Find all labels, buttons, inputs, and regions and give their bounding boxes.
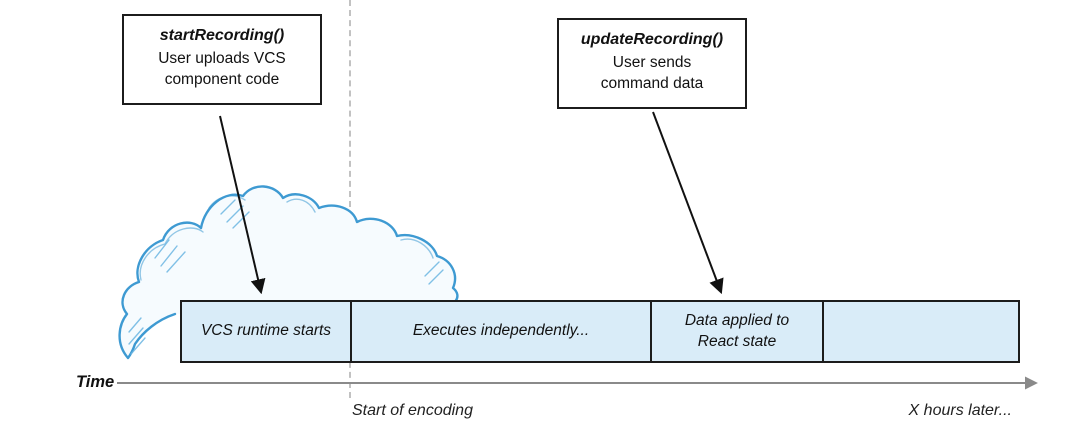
start-recording-title: startRecording(): [159, 27, 285, 44]
update-recording-title: updateRecording(): [580, 31, 724, 48]
x-hours-later-label: X hours later...: [908, 402, 1012, 419]
callout-start-recording: startRecording() User uploads VCS compon…: [122, 14, 322, 105]
start-recording-body: User uploads VCS component code: [158, 49, 286, 88]
timeline-segment-executes-independently: Executes independently...: [352, 302, 652, 361]
time-axis-label: Time: [76, 373, 115, 391]
timeline-bar: VCS runtime starts Executes independentl…: [180, 300, 1020, 363]
down-arrow-icon-update-to-bar: [652, 111, 724, 295]
timeline-segment-vcs-runtime-starts: VCS runtime starts: [182, 302, 352, 361]
callout-update-recording: updateRecording() User sends command dat…: [557, 18, 747, 109]
encoding-divider-line: [349, 0, 351, 398]
timeline-segment-empty: [824, 302, 1018, 361]
update-recording-body: User sends command data: [600, 53, 704, 92]
cloud-outline: [118, 185, 459, 360]
cloud-fill: [119, 186, 458, 358]
timeline-segment-data-applied: Data applied to React state: [652, 302, 824, 361]
start-of-encoding-label: Start of encoding: [352, 402, 473, 419]
